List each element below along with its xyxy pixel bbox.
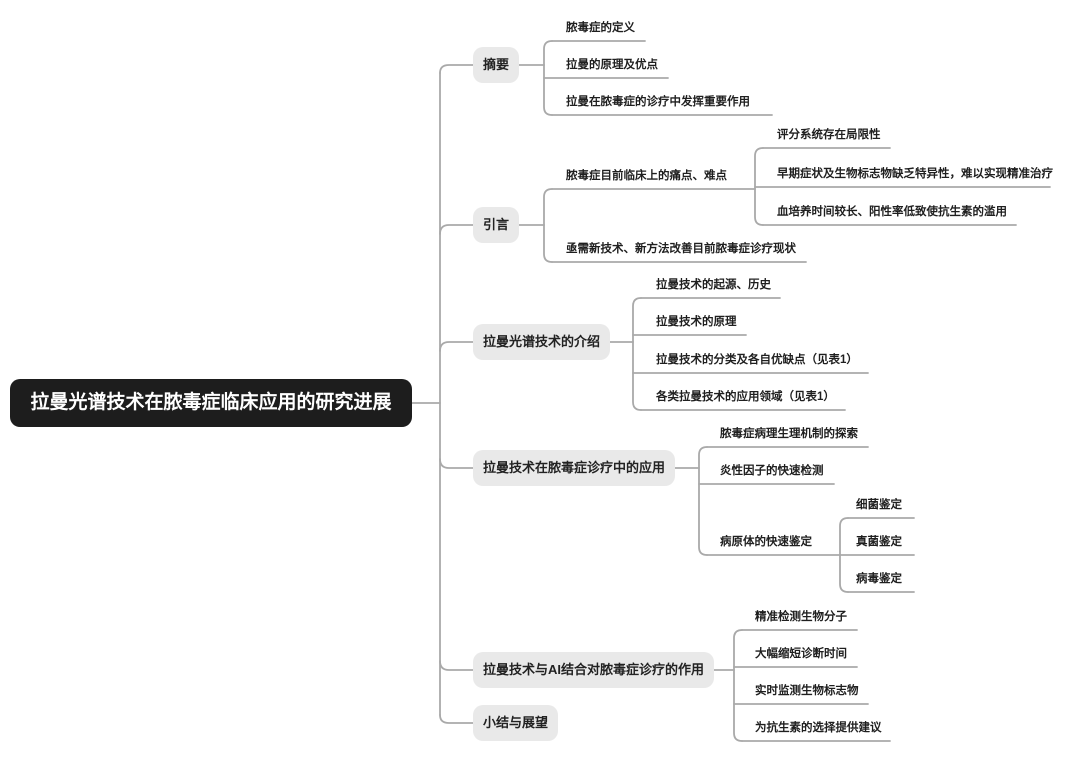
subtopic-virus-identification[interactable]: 病毒鉴定: [856, 573, 902, 585]
subtopic-inflammatory-factors[interactable]: 炎性因子的快速检测: [720, 465, 824, 477]
subtopic-raman-origin-history[interactable]: 拉曼技术的起源、历史: [656, 279, 771, 291]
main-topic-raman-ai[interactable]: 拉曼技术与AI结合对脓毒症诊疗的作用: [473, 652, 715, 688]
subtopic-bacteria-identification[interactable]: 细菌鉴定: [856, 499, 902, 511]
branch-curve-raman-application: [439, 458, 474, 469]
subtopic-pathophysiology[interactable]: 脓毒症病理生理机制的探索: [720, 428, 858, 440]
branch-curve-raman-introduction: [439, 341, 474, 352]
subtopic-raman-classification[interactable]: 拉曼技术的分类及各自优缺点（见表1）: [656, 354, 858, 366]
main-topic-summary[interactable]: 小结与展望: [473, 705, 559, 741]
raman-ai-bracket: [733, 629, 743, 742]
subtopic-raman-important-role[interactable]: 拉曼在脓毒症的诊疗中发挥重要作用: [566, 96, 750, 108]
subtopic-fungi-identification[interactable]: 真菌鉴定: [856, 536, 902, 548]
raman-application-bracket: [698, 446, 708, 556]
main-topic-raman-application[interactable]: 拉曼技术在脓毒症诊疗中的应用: [473, 450, 676, 486]
branch-curve-summary: [439, 714, 474, 724]
subtopic-antibiotic-advice[interactable]: 为抗生素的选择提供建议: [755, 722, 882, 734]
branch-curve-introduction: [439, 224, 474, 235]
branch-curve-abstract: [439, 64, 474, 74]
subtopic-lack-specificity[interactable]: 早期症状及生物标志物缺乏特异性，难以实现精准治疗: [777, 168, 1053, 180]
main-topic-raman-introduction[interactable]: 拉曼光谱技术的介绍: [473, 324, 611, 360]
subtopic-blood-culture[interactable]: 血培养时间较长、阳性率低致使抗生素的滥用: [777, 206, 1007, 218]
subtopic-clinical-pain-points[interactable]: 脓毒症目前临床上的痛点、难点: [566, 170, 727, 182]
subtopic-raman-principle-advantages[interactable]: 拉曼的原理及优点: [566, 59, 658, 71]
subtopic-scoring-limitations[interactable]: 评分系统存在局限性: [777, 129, 881, 141]
main-topic-abstract[interactable]: 摘要: [473, 47, 520, 83]
introduction-bracket: [543, 188, 553, 263]
main-topic-introduction[interactable]: 引言: [473, 207, 520, 243]
subtopic-pathogen-identification[interactable]: 病原体的快速鉴定: [720, 536, 812, 548]
subtopic-sepsis-definition[interactable]: 脓毒症的定义: [566, 22, 635, 34]
subtopic-raman-theory[interactable]: 拉曼技术的原理: [656, 316, 737, 328]
subtopic-shorten-diagnosis[interactable]: 大幅缩短诊断时间: [755, 648, 847, 660]
branch-curve-raman-ai: [439, 660, 474, 671]
subtopic-need-new-tech[interactable]: 亟需新技术、新方法改善目前脓毒症诊疗现状: [566, 243, 796, 255]
root-topic[interactable]: 拉曼光谱技术在脓毒症临床应用的研究进展: [10, 379, 412, 427]
subtopic-realtime-monitoring[interactable]: 实时监测生物标志物: [755, 685, 859, 697]
subtopic-precise-detection[interactable]: 精准检测生物分子: [755, 611, 847, 623]
subtopic-raman-application-fields[interactable]: 各类拉曼技术的应用领域（见表1）: [656, 391, 835, 403]
raman-introduction-bracket: [632, 297, 642, 411]
